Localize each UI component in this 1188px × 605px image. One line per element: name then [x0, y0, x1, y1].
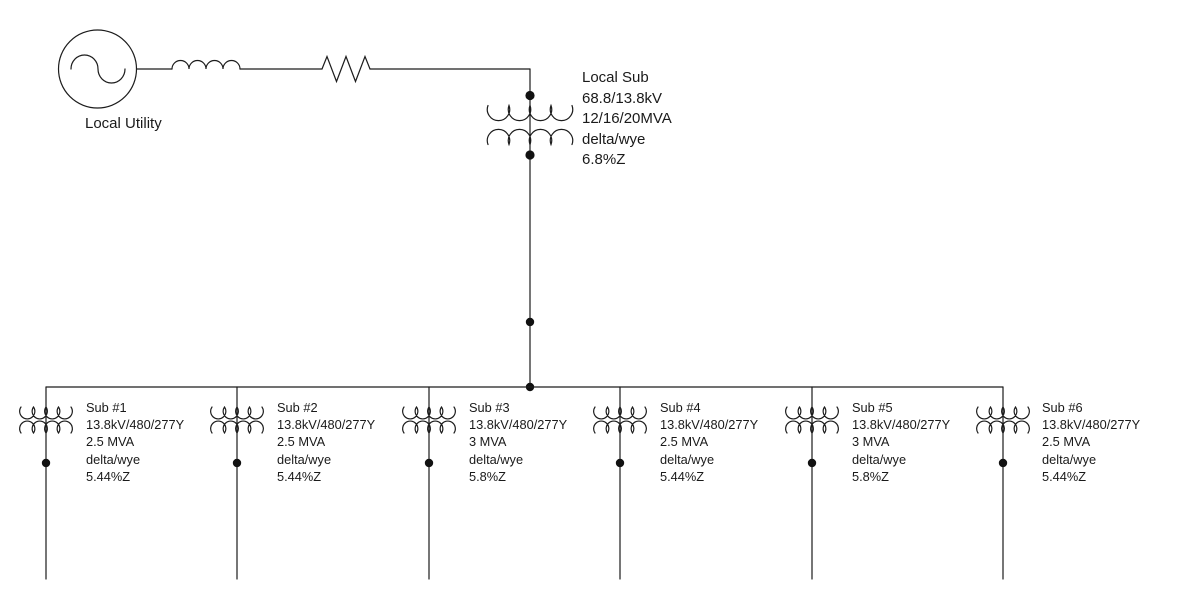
sub4-rating: 2.5 MVA — [660, 434, 709, 450]
junction-dot — [615, 458, 625, 468]
sub6-voltage: 13.8kV/480/277Y — [1042, 417, 1141, 433]
sub5-voltage: 13.8kV/480/277Y — [852, 417, 951, 433]
main-transformer-primary-winding — [486, 103, 574, 122]
sub3-impedance: 5.8%Z — [469, 468, 506, 484]
sub4-connection: delta/wye — [660, 451, 715, 467]
sub2-transformer-secondary-winding — [210, 420, 264, 435]
sine-wave-icon — [70, 54, 126, 84]
sub4-transformer-secondary-winding — [593, 420, 647, 435]
sub6-transformer-primary-winding — [976, 405, 1030, 420]
sub3-voltage: 13.8kV/480/277Y — [469, 417, 568, 433]
sub3-connection: delta/wye — [469, 451, 524, 467]
sub3-label: Sub #3 13.8kV/480/277Y 3 MVA delta/wye 5… — [469, 399, 567, 485]
sub2-connection: delta/wye — [277, 451, 332, 467]
branch-sub-1 — [19, 386, 73, 580]
sub5-transformer-secondary-winding — [785, 420, 839, 435]
sub1-rating: 2.5 MVA — [86, 434, 135, 450]
sub5-connection: delta/wye — [852, 451, 907, 467]
branch-sub-4 — [593, 386, 647, 580]
sub3-transformer-primary-winding — [402, 405, 456, 420]
sub6-impedance: 5.44%Z — [1042, 468, 1087, 484]
sub6-connection: delta/wye — [1042, 451, 1097, 467]
sub6-rating: 2.5 MVA — [1042, 434, 1091, 450]
sub6-label: Sub #6 13.8kV/480/277Y 2.5 MVA delta/wye… — [1042, 399, 1140, 485]
sub2-impedance: 5.44%Z — [277, 468, 322, 484]
junction-dot — [525, 150, 535, 160]
sub3-transformer-secondary-winding — [402, 420, 456, 435]
main-transformer-impedance: 6.8%Z — [582, 151, 626, 169]
sub6-name: Sub #6 — [1042, 400, 1083, 415]
sub1-impedance: 5.44%Z — [86, 468, 131, 484]
branch-sub-3 — [402, 386, 456, 580]
utility-label: Local Utility — [85, 115, 162, 132]
junction-dot — [424, 458, 434, 468]
sub4-label: Sub #4 13.8kV/480/277Y 2.5 MVA delta/wye… — [660, 399, 758, 485]
junction-dot — [807, 458, 817, 468]
sub1-transformer-primary-winding — [19, 405, 73, 420]
branch-sub-6 — [976, 386, 1030, 580]
main-transformer-name: Local Sub — [582, 69, 649, 86]
sub1-voltage: 13.8kV/480/277Y — [86, 417, 185, 433]
sub5-name: Sub #5 — [852, 400, 893, 415]
sub2-rating: 2.5 MVA — [277, 434, 326, 450]
sub1-connection: delta/wye — [86, 451, 141, 467]
junction-dot — [998, 458, 1008, 468]
junction-dot — [525, 317, 535, 327]
branch-sub-5 — [785, 386, 839, 580]
sub1-transformer-secondary-winding — [19, 420, 73, 435]
sub4-impedance: 5.44%Z — [660, 468, 705, 484]
main-transformer-symbol — [486, 103, 574, 147]
sub4-name: Sub #4 — [660, 400, 701, 415]
junction-dot — [525, 90, 535, 101]
sub3-rating: 3 MVA — [469, 434, 507, 450]
ac-source-symbol — [57, 29, 138, 109]
main-transformer-secondary-winding — [486, 128, 574, 147]
junction-dot — [41, 458, 51, 468]
inductor-symbol — [171, 59, 241, 70]
junction-dot — [232, 458, 242, 468]
sub1-label: Sub #1 13.8kV/480/277Y 2.5 MVA delta/wye… — [86, 399, 184, 485]
branch-sub-2 — [210, 386, 264, 580]
main-transformer-label: Local Sub 68.8/13.8kV 12/16/20MVA delta/… — [582, 68, 672, 171]
sub4-voltage: 13.8kV/480/277Y — [660, 417, 759, 433]
sub3-name: Sub #3 — [469, 400, 510, 415]
sub1-name: Sub #1 — [86, 400, 127, 415]
sub6-transformer-secondary-winding — [976, 420, 1030, 435]
main-transformer-rating: 12/16/20MVA — [582, 110, 672, 128]
sub4-transformer-primary-winding — [593, 405, 647, 420]
resistor-symbol — [321, 54, 371, 84]
sub2-label: Sub #2 13.8kV/480/277Y 2.5 MVA delta/wye… — [277, 399, 375, 485]
main-transformer-voltage: 68.8/13.8kV — [582, 89, 663, 107]
sub5-impedance: 5.8%Z — [852, 468, 889, 484]
sub2-transformer-primary-winding — [210, 405, 264, 420]
sub2-voltage: 13.8kV/480/277Y — [277, 417, 376, 433]
sub5-transformer-primary-winding — [785, 405, 839, 420]
main-transformer-connection: delta/wye — [582, 130, 646, 148]
sub5-label: Sub #5 13.8kV/480/277Y 3 MVA delta/wye 5… — [852, 399, 950, 485]
sub2-name: Sub #2 — [277, 400, 318, 415]
sub5-rating: 3 MVA — [852, 434, 890, 450]
